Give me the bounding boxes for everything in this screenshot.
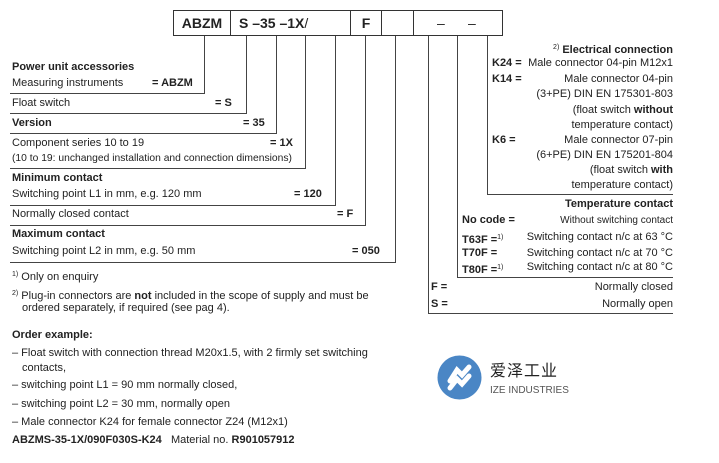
footnote-2-cont: ordered separately, if required (see pag… [22,302,230,314]
nocode-text: Without switching contact [560,215,673,226]
t80f-text: Switching contact n/c at 80 °C [526,261,673,273]
nocode-code: No code = [462,214,515,226]
t63f-text: Switching contact n/c at 63 °C [526,231,673,243]
nc-label: Normally closed contact [12,208,129,220]
order-item: contacts, [22,362,67,374]
f-text: Normally closed [594,281,673,293]
version-label: Version [12,117,52,129]
k24-code: K24 = [492,57,522,69]
measuring-label: Measuring instruments [12,77,124,89]
order-item: – Float switch with connection thread M2… [12,347,368,359]
order-item: – Male connector K24 for female connecto… [12,416,288,428]
series-label: Component series 10 to 19 [12,137,145,149]
code-box-abzm: ABZM [173,10,231,36]
ize-logo [437,355,482,400]
min-contact-code: = 120 [294,188,322,200]
electrical-title: 2) Electrical connection [553,44,673,56]
k14-text: (float switch without [572,104,673,116]
min-contact-text: Switching point L1 in mm, e.g. 120 mm [12,188,202,200]
k6-code: K6 = [492,134,516,146]
float-code: = S [215,97,232,109]
logo-text-en: IZE INDUSTRIES [490,385,569,396]
order-code-line: ABZMS-35-1X/090F030S-K24 Material no. R9… [12,434,295,446]
code-box-s35-1x: S –35 –1X/ [230,10,351,36]
power-unit-title: Power unit accessories [12,61,135,73]
series-note: (10 to 19: unchanged installation and co… [12,153,292,164]
min-contact-title: Minimum contact [12,172,103,184]
k14-text: Male connector 04-pin [564,73,673,85]
code-s35-1x: S –35 –1X [239,15,305,31]
order-item: – switching point L1 = 90 mm normally cl… [12,379,238,391]
footnote-1: 1) Only on enquiry [12,271,99,283]
temperature-title: Temperature contact [565,198,673,210]
code-box-suffix: –– [413,10,503,36]
t70f-code: T70F = [462,247,498,259]
nc-code: = F [337,208,354,220]
k24-text: Male connector 04-pin M12x1 [528,57,673,69]
s-code: S = [431,298,448,310]
order-example-title: Order example: [12,329,93,341]
float-label: Float switch [12,97,71,109]
k6-text: Male connector 07-pin [564,134,673,146]
measuring-code: = ABZM [152,77,193,89]
ize-logo-icon [437,355,482,400]
order-item: – switching point L2 = 30 mm, normally o… [12,398,230,410]
max-contact-title: Maximum contact [12,228,105,240]
max-contact-code: = 050 [352,245,380,257]
t63f-code: T63F =1) [462,234,504,246]
code-dash-temp: – [437,15,445,31]
version-code: = 35 [243,117,265,129]
k6-text: (float switch with [589,164,673,176]
k14-text: (3+PE) DIN EN 175301-803 [536,88,673,100]
code-slash: / [304,15,309,31]
s-text: Normally open [602,298,673,310]
f-code: F = [431,281,448,293]
code-box-f: F [350,10,382,36]
max-contact-text: Switching point L2 in mm, e.g. 50 mm [12,245,196,257]
code-dash-elec: – [468,15,476,31]
t70f-text: Switching contact n/c at 70 °C [526,247,673,259]
series-code: = 1X [270,137,293,149]
t80f-code: T80F =1) [462,264,504,276]
k14-code: K14 = [492,73,522,85]
logo-text-cn: 爱泽工业 [490,363,559,380]
code-box-empty [381,10,414,36]
footnote-2: 2) Plug-in connectors are not included i… [12,290,369,302]
k6-text: temperature contact) [571,179,674,191]
k6-text: (6+PE) DIN EN 175201-804 [536,149,673,161]
k14-text: temperature contact) [571,119,674,131]
